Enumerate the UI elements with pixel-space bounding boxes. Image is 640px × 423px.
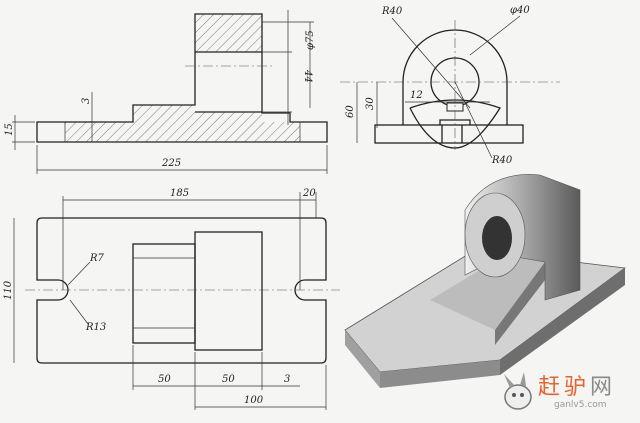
side-view: R40 φ40 R40 60 30 12 bbox=[340, 5, 560, 166]
dim-3-top: 3 bbox=[284, 374, 290, 385]
dim-r13: R13 bbox=[85, 322, 106, 333]
dim-phi40: φ40 bbox=[510, 5, 530, 16]
dim-3-front: 3 bbox=[81, 98, 92, 104]
dim-44: 44 bbox=[302, 69, 313, 83]
dim-60: 60 bbox=[345, 105, 356, 118]
donkey-logo-icon bbox=[504, 372, 532, 410]
watermark-url: ganlv5.com bbox=[554, 400, 607, 410]
front-section-view: 225 15 3 44 φ75 bbox=[4, 10, 328, 174]
dim-phi75: φ75 bbox=[305, 30, 316, 50]
dim-50a: 50 bbox=[158, 374, 171, 385]
isometric-view bbox=[344, 174, 627, 388]
dim-15: 15 bbox=[4, 123, 15, 136]
dim-185: 185 bbox=[170, 188, 189, 199]
dim-100: 100 bbox=[244, 395, 264, 406]
dim-225: 225 bbox=[161, 158, 181, 169]
top-view: 185 20 110 R7 R13 50 50 3 100 bbox=[3, 188, 340, 410]
dim-r7: R7 bbox=[89, 253, 105, 264]
dim-12: 12 bbox=[410, 90, 423, 101]
dim-r40-top: R40 bbox=[381, 6, 403, 17]
dim-30: 30 bbox=[365, 97, 376, 110]
dim-20: 20 bbox=[302, 188, 316, 199]
watermark-brand: 赶驴网 bbox=[538, 369, 616, 401]
brand-char-2: 驴 bbox=[564, 375, 591, 400]
brand-char-1: 赶 bbox=[538, 375, 565, 400]
brand-char-3: 网 bbox=[590, 375, 617, 400]
dim-50b: 50 bbox=[222, 374, 235, 385]
dim-110: 110 bbox=[3, 280, 14, 300]
dim-r40-bottom: R40 bbox=[491, 155, 513, 166]
